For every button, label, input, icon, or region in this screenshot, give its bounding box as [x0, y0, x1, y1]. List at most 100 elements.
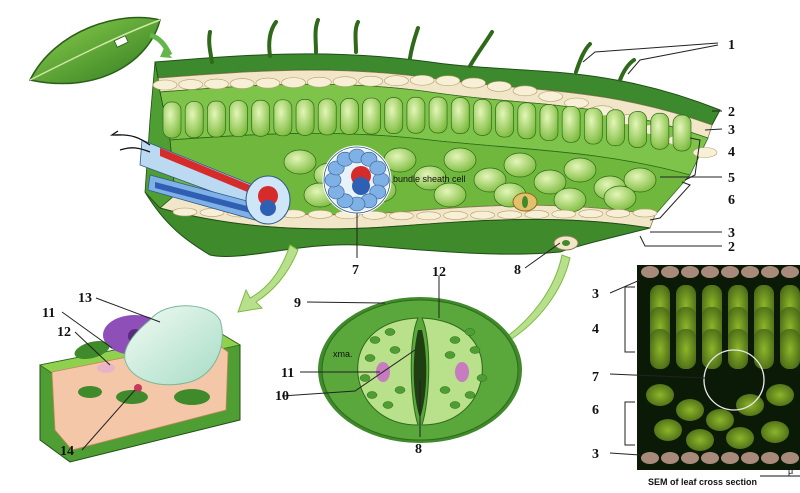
- bundle-sheath-cell: [325, 173, 341, 187]
- chloroplast: [445, 352, 455, 359]
- sem-spongy-cell: [766, 384, 794, 406]
- palisade-cell: [429, 97, 447, 133]
- palisade-cell: [185, 102, 203, 138]
- epidermis-cell: [606, 209, 630, 217]
- epidermis-cell: [173, 208, 197, 216]
- sem-palisade-cell: [676, 329, 696, 369]
- epidermis-cell: [410, 75, 434, 85]
- palisade-cell: [473, 99, 491, 135]
- label-3-lower: 3: [728, 226, 735, 241]
- label-13: 13: [78, 291, 92, 306]
- label-7-leaf: 7: [352, 263, 359, 278]
- sem-epidermis-cell: [681, 452, 699, 464]
- epidermis-cell: [693, 148, 717, 158]
- palisade-cell: [606, 110, 624, 146]
- epidermis-cell: [308, 210, 332, 218]
- sem-epidermis-cell: [681, 266, 699, 278]
- epidermis-cell: [525, 210, 549, 218]
- chloroplast: [477, 375, 487, 382]
- palisade-cell: [584, 108, 602, 144]
- palisade-cell: [274, 100, 292, 136]
- label-11-cell: 11: [42, 306, 55, 321]
- label-8-stoma: 8: [415, 442, 422, 457]
- label-3-sem-top: 3: [592, 287, 599, 302]
- sem-spongy-cell: [676, 399, 704, 421]
- sem-palisade-cell: [728, 329, 748, 369]
- sem-spongy-cell: [646, 384, 674, 406]
- sem-palisade-cell: [702, 329, 722, 369]
- chloroplast: [385, 329, 395, 336]
- bundle-sheath-zoom: [324, 147, 390, 213]
- label-1: 1: [728, 38, 735, 53]
- palisade-cell: [385, 98, 403, 134]
- palisade-cell: [163, 102, 181, 138]
- epidermis-cell: [539, 91, 563, 101]
- palisade-cell: [496, 101, 514, 137]
- epidermis-cell: [153, 80, 177, 90]
- chloroplast: [360, 375, 370, 382]
- spongy-cell: [434, 183, 466, 207]
- palisade-cell: [451, 98, 469, 134]
- chloroplast: [465, 392, 475, 399]
- palisade-cell: [651, 113, 669, 149]
- epidermis-cell: [359, 76, 383, 86]
- epidermis-cell: [384, 76, 408, 86]
- sem-epidermis-cell: [701, 452, 719, 464]
- palisade-cell: [562, 106, 580, 142]
- palisade-cell: [252, 100, 270, 136]
- epidermis-cell: [417, 212, 441, 220]
- sem-image: [637, 265, 800, 470]
- label-7-sem: 7: [592, 370, 599, 385]
- label-4-sem: 4: [592, 322, 599, 337]
- chloroplast: [367, 392, 377, 399]
- chloroplast: [365, 355, 375, 362]
- label-3-sem-bottom: 3: [592, 447, 599, 462]
- label-5: 5: [728, 171, 735, 186]
- label-8-leaf: 8: [514, 263, 521, 278]
- label-6-upper: 6: [728, 193, 735, 208]
- label-11-stoma: 11: [281, 366, 294, 381]
- label-6-sem: 6: [592, 403, 599, 418]
- epidermis-cell: [444, 211, 468, 219]
- palisade-cell: [318, 99, 336, 135]
- spongy-cell: [504, 153, 536, 177]
- sem-palisade-cell: [754, 329, 774, 369]
- epidermis-cell: [513, 86, 537, 96]
- epidermis-cell: [471, 211, 495, 219]
- epidermis-cell: [256, 78, 280, 88]
- sem-epidermis-cell: [761, 452, 779, 464]
- sem-epidermis-cell: [641, 452, 659, 464]
- epidermis-cell: [498, 211, 522, 219]
- sem-spongy-cell: [761, 421, 789, 443]
- epidermis-cell: [389, 212, 413, 220]
- sem-epidermis-cell: [641, 266, 659, 278]
- sem-spongy-cell: [686, 429, 714, 451]
- palisade-cell: [673, 115, 691, 151]
- sem-caption: SEM of leaf cross section: [648, 477, 757, 487]
- epidermis-cell: [307, 77, 331, 87]
- sem-spongy-cell: [654, 419, 682, 441]
- epidermis-cell: [487, 81, 511, 91]
- scale-fragment: μ: [788, 466, 793, 476]
- label-2-lower: 2: [728, 240, 735, 255]
- spongy-cell: [604, 186, 636, 210]
- chloroplast: [370, 337, 380, 344]
- sem-palisade-cell: [650, 329, 670, 369]
- leaf-icon: [30, 18, 172, 84]
- epidermis-cell: [552, 210, 576, 218]
- chloroplast: [395, 387, 405, 394]
- sem-spongy-cell: [726, 427, 754, 449]
- chloroplast: [383, 402, 393, 409]
- label-12-stoma: 12: [432, 265, 446, 280]
- sem-palisade-cell: [780, 329, 800, 369]
- palisade-cell: [518, 103, 536, 139]
- palisade-cell: [407, 97, 425, 133]
- palisade-cell: [629, 112, 647, 148]
- epidermis-cell: [436, 76, 460, 86]
- epidermis-cell: [179, 80, 203, 90]
- epidermis-cell: [282, 78, 306, 88]
- chloroplast: [440, 387, 450, 394]
- label-10: 10: [275, 389, 289, 404]
- palisade-cell: [540, 105, 558, 141]
